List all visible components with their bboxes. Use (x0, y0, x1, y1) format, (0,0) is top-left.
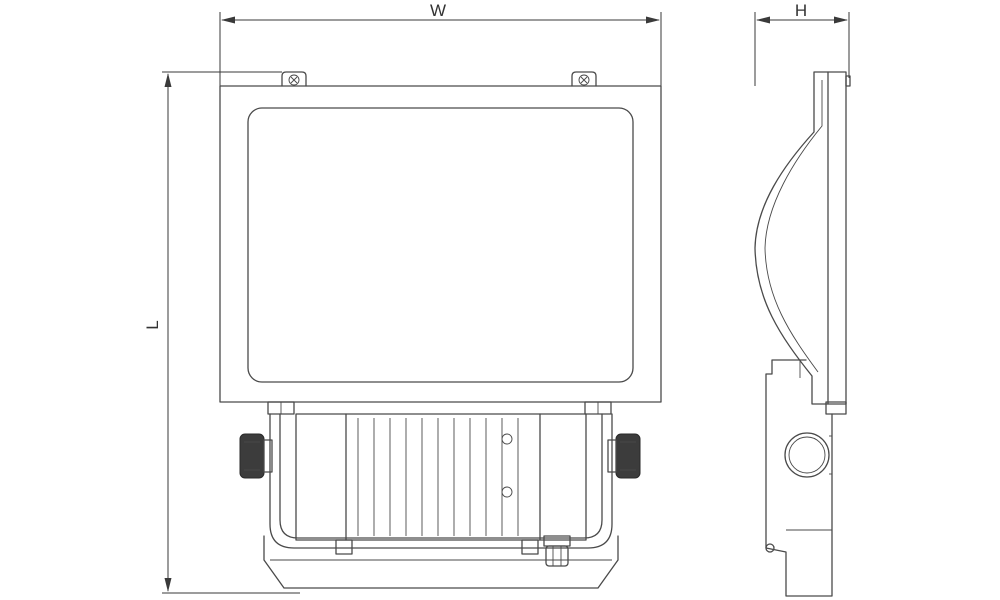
side-tilt-knob (784, 432, 832, 478)
top-right-screw-tab (571, 71, 597, 87)
right-tilt-knob (607, 433, 641, 479)
heatsink (295, 413, 587, 541)
dimension-length: L (143, 71, 300, 594)
side-mount-bracket (765, 359, 833, 597)
top-left-screw-tab (281, 71, 307, 87)
mounting-bracket (263, 413, 619, 589)
side-reflector-housing (754, 71, 829, 405)
cable-gland (543, 535, 571, 567)
height-label: H (795, 1, 807, 20)
front-lens (247, 107, 634, 383)
dimension-height: H (754, 1, 850, 86)
side-front-plate (827, 71, 847, 405)
dimension-width: W (219, 1, 662, 86)
side-base-bolt (765, 543, 775, 553)
side-lower-tab (825, 401, 847, 415)
length-label: L (143, 320, 162, 329)
front-view (219, 71, 662, 589)
left-tilt-knob (239, 433, 273, 479)
front-frame (219, 85, 662, 403)
side-view (754, 71, 851, 597)
bottom-left-clip (335, 539, 353, 555)
bottom-right-clip (521, 539, 539, 555)
width-label: W (430, 1, 446, 20)
